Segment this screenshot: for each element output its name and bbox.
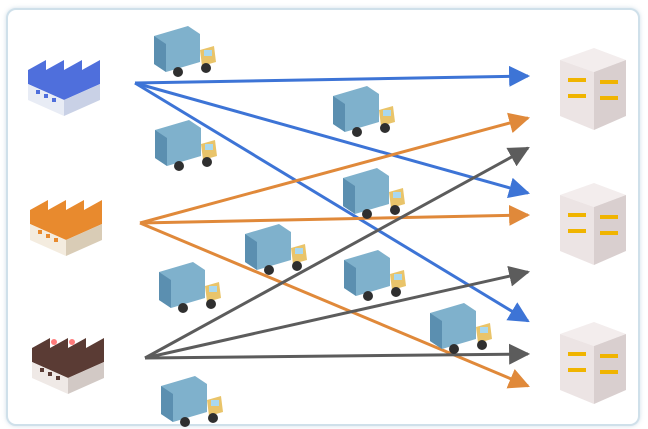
- factory-orange-icon: [30, 200, 102, 256]
- warehouse-icon: [560, 322, 626, 404]
- route-arrow-orange: [139, 221, 530, 389]
- route-arrow-orange: [139, 112, 531, 225]
- route-arrow-blue: [134, 65, 531, 87]
- truck-icon: [344, 250, 406, 301]
- warehouse-icon: [560, 48, 626, 130]
- truck-icon: [333, 86, 395, 137]
- truck-icon: [430, 303, 492, 354]
- warehouse-icon: [560, 183, 626, 265]
- factory-blue-icon: [28, 60, 100, 116]
- route-arrow-gray: [144, 146, 530, 360]
- truck-icon: [245, 224, 307, 275]
- route-arrows: [134, 65, 531, 389]
- truck-icon: [343, 168, 405, 219]
- truck-icon: [155, 120, 217, 171]
- route-arrow-gray: [144, 343, 531, 365]
- truck-icon: [161, 376, 223, 427]
- truck-icon: [154, 26, 216, 77]
- trucks-layer: [154, 26, 492, 427]
- route-arrow-blue: [134, 81, 530, 323]
- route-arrow-gray: [144, 265, 531, 360]
- truck-icon: [159, 262, 221, 313]
- factory-dark-icon: [32, 338, 104, 394]
- route-arrow-orange: [139, 204, 531, 226]
- route-arrow-blue: [134, 81, 531, 199]
